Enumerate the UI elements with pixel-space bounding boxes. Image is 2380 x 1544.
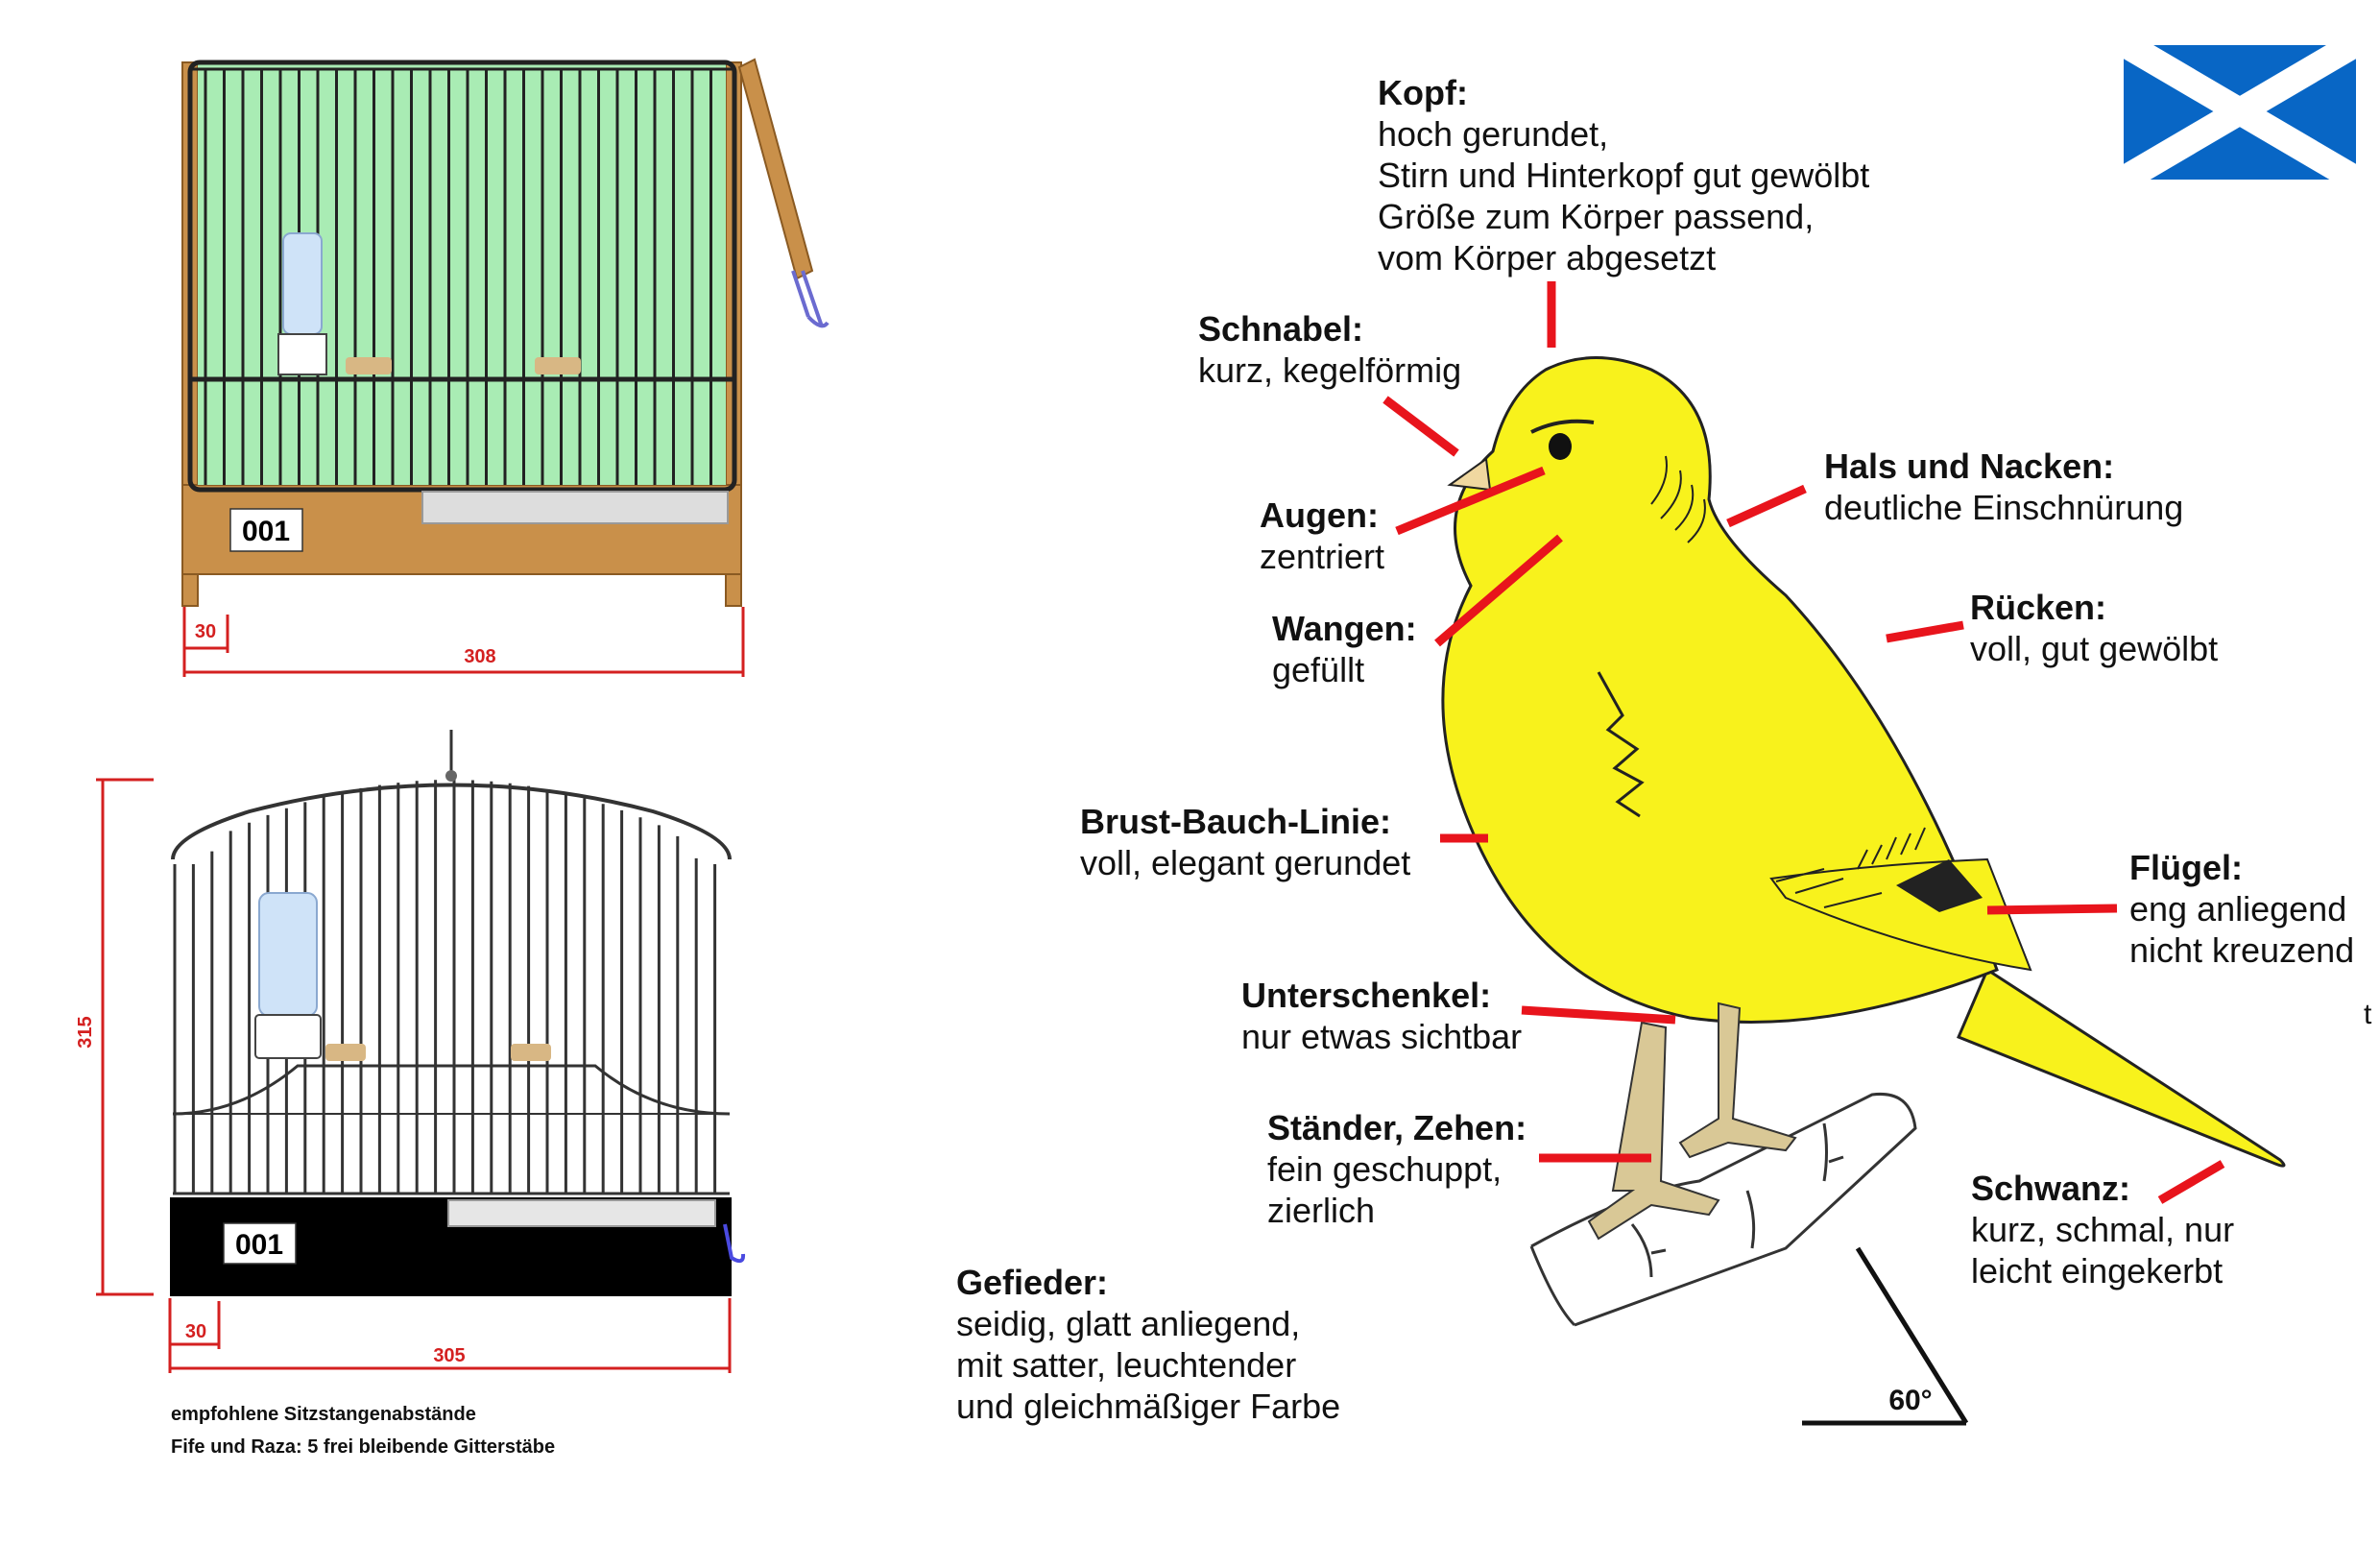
label-kopf-line: Größe zum Körper passend,	[1378, 197, 1815, 236]
cage-door-stick	[737, 58, 814, 280]
label-schwanz-line: kurz, schmal, nur	[1971, 1210, 2235, 1249]
label-brust-line: voll, elegant gerundet	[1080, 843, 1411, 882]
scotland-flag	[2116, 31, 2364, 192]
label-brust-title: Brust-Bauch-Linie:	[1080, 802, 1391, 841]
label-ruecken-line: voll, gut gewölbt	[1970, 629, 2219, 668]
label-unterschenkel-line: nur etwas sichtbar	[1241, 1017, 1523, 1056]
label-hals: Hals und Nacken: deutliche Einschnürung	[1824, 446, 2183, 528]
cage-front-drawing: 001 30 308	[181, 58, 829, 677]
cage-side-dim-width: 305	[433, 1345, 465, 1366]
label-schnabel-line: kurz, kegelförmig	[1198, 350, 1462, 390]
label-hals-title: Hals und Nacken:	[1824, 446, 2115, 486]
label-wangen-title: Wangen:	[1272, 609, 1417, 648]
label-gefieder-line: mit satter, leuchtender	[956, 1345, 1297, 1385]
label-fluegel: Flügel: eng anliegend nicht kreuzend	[2129, 847, 2354, 971]
label-augen: Augen: zentriert	[1260, 495, 1384, 577]
label-gefieder-line: und gleichmäßiger Farbe	[956, 1387, 1341, 1426]
label-wangen: Wangen: gefüllt	[1272, 608, 1417, 690]
label-schwanz: Schwanz: kurz, schmal, nur leicht eingek…	[1971, 1168, 2234, 1291]
label-fluegel-line: eng anliegend	[2129, 889, 2347, 929]
label-staender: Ständer, Zehen: fein geschuppt, zierlich	[1267, 1107, 1527, 1231]
perch	[346, 357, 392, 374]
perch	[325, 1044, 366, 1061]
bird-legs	[1587, 1001, 1797, 1241]
cage-front-dim-width: 308	[464, 646, 495, 667]
perch	[535, 357, 581, 374]
label-wangen-line: gefüllt	[1272, 650, 1365, 689]
label-kopf-line: hoch gerundet,	[1378, 114, 1609, 154]
cage-side-base	[170, 1197, 732, 1296]
label-kopf-line: Stirn und Hinterkopf gut gewölbt	[1378, 156, 1870, 195]
label-kopf: Kopf: hoch gerundet, Stirn und Hinterkop…	[1378, 72, 1869, 278]
stray-char: t	[2364, 999, 2372, 1030]
label-gefieder: Gefieder: seidig, glatt anliegend, mit s…	[956, 1262, 1340, 1427]
bird-beak	[1447, 457, 1492, 492]
label-staender-title: Ständer, Zehen:	[1267, 1108, 1527, 1147]
label-staender-line: fein geschuppt,	[1267, 1149, 1503, 1189]
bird-tail	[1957, 967, 2286, 1168]
cage-front-dim-small: 30	[195, 621, 216, 642]
cage-front-number: 001	[242, 516, 290, 547]
label-hals-line: deutliche Einschnürung	[1824, 488, 2184, 527]
label-ruecken-title: Rücken:	[1970, 588, 2107, 627]
label-schnabel-title: Schnabel:	[1198, 309, 1364, 349]
label-kopf-title: Kopf:	[1378, 73, 1468, 112]
cage-side-dim-height: 315	[75, 1016, 96, 1048]
label-augen-title: Augen:	[1260, 495, 1379, 535]
label-schwanz-line: leicht eingekerbt	[1971, 1251, 2224, 1291]
label-unterschenkel-title: Unterschenkel:	[1241, 976, 1492, 1015]
cage-side-number: 001	[235, 1229, 283, 1261]
label-augen-line: zentriert	[1260, 537, 1385, 576]
water-drinker	[282, 232, 323, 335]
bird-wing	[1769, 857, 2032, 972]
perch-note-line1: empfohlene Sitzstangenabstände	[171, 1404, 476, 1425]
label-staender-line: zierlich	[1267, 1191, 1376, 1230]
perch-note-line2: Fife und Raza: 5 frei bleibende Gitterst…	[171, 1436, 556, 1458]
label-unterschenkel: Unterschenkel: nur etwas sichtbar	[1241, 975, 1522, 1057]
label-kopf-line: vom Körper abgesetzt	[1378, 238, 1717, 277]
label-brust: Brust-Bauch-Linie: voll, elegant gerunde…	[1080, 801, 1410, 883]
cage-side-dim-small: 30	[185, 1321, 206, 1342]
bird-eye	[1549, 433, 1572, 460]
cage-side-arch	[171, 783, 732, 860]
label-schwanz-title: Schwanz:	[1971, 1169, 2131, 1208]
label-gefieder-title: Gefieder:	[956, 1263, 1109, 1302]
label-schnabel: Schnabel: kurz, kegelförmig	[1198, 308, 1461, 391]
cage-front-back-panel	[198, 62, 726, 485]
water-drinker	[258, 892, 318, 1017]
perch	[511, 1044, 551, 1061]
food-tray	[421, 491, 729, 524]
label-ruecken: Rücken: voll, gut gewölbt	[1970, 587, 2218, 669]
label-fluegel-title: Flügel:	[2129, 848, 2243, 887]
angle-label: 60°	[1888, 1385, 1932, 1416]
label-fluegel-line: nicht kreuzend	[2129, 930, 2355, 970]
label-gefieder-line: seidig, glatt anliegend,	[956, 1304, 1301, 1343]
food-tray	[447, 1199, 716, 1227]
branch	[1529, 1092, 1917, 1327]
